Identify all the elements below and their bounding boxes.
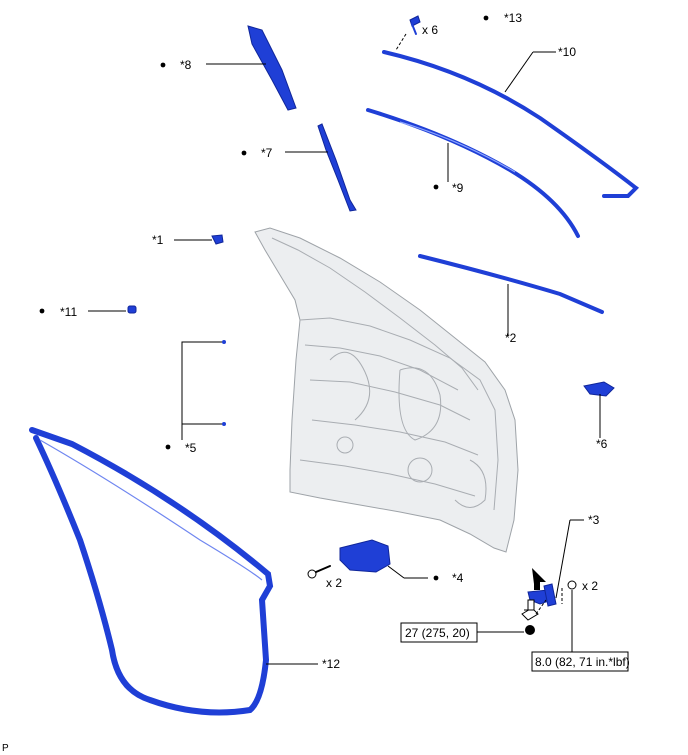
callout-3: *3 — [588, 513, 600, 527]
callout-4: *4 — [452, 571, 464, 585]
part-4-outer-mirror — [339, 539, 391, 573]
bullet-9 — [433, 184, 439, 190]
torque-value-1: 27 (275, 20) — [405, 626, 470, 640]
callout-9: *9 — [452, 181, 464, 195]
leader-10 — [504, 51, 534, 93]
part-6-cover — [583, 381, 615, 397]
part-5-clips — [222, 340, 226, 426]
part-10-outer-molding — [382, 50, 640, 198]
part-8-pillar-garnish — [247, 25, 297, 111]
bullet-13 — [483, 15, 489, 21]
bullet-11 — [39, 308, 45, 314]
leader-3 — [555, 519, 571, 599]
part-2-inner-weatherstrip — [418, 254, 604, 314]
callout-7: *7 — [261, 146, 273, 160]
part-12-door-weatherstrip — [29, 427, 274, 716]
quantity-4: x 2 — [326, 576, 342, 590]
bullet-7 — [241, 150, 247, 156]
callout-1: *1 — [152, 233, 164, 247]
callout-8: *8 — [180, 58, 192, 72]
part-1-clip — [211, 234, 224, 245]
corner-mark: P — [2, 743, 9, 754]
bullet-8 — [160, 62, 166, 68]
torque-box-2 — [531, 651, 629, 672]
door-panel — [254, 227, 519, 553]
nut-3 — [561, 580, 577, 604]
bolt-4 — [307, 565, 331, 579]
bullet-4 — [433, 575, 439, 581]
callout-2: *2 — [505, 331, 517, 345]
torque-value-2: 8.0 (82, 71 in.*lbf) — [535, 655, 630, 669]
callout-10: *10 — [558, 45, 576, 59]
part-11-plug — [127, 305, 137, 314]
quantity-13: x 6 — [422, 23, 438, 37]
part-9-belt-molding — [366, 108, 580, 238]
callout-6: *6 — [596, 437, 608, 451]
leader-4 — [387, 565, 405, 579]
install-arrow-icon — [532, 568, 546, 590]
callout-5: *5 — [185, 441, 197, 455]
part-13-bolt — [395, 15, 421, 51]
bullet-5 — [165, 444, 171, 450]
leader-5 — [181, 341, 222, 425]
hollow-arrow-icon — [524, 599, 535, 611]
quantity-3: x 2 — [582, 579, 598, 593]
callout-13: *13 — [504, 11, 522, 25]
part-7-pillar-molding — [317, 123, 357, 212]
callout-11: *11 — [60, 305, 77, 319]
callout-12: *12 — [322, 657, 340, 671]
